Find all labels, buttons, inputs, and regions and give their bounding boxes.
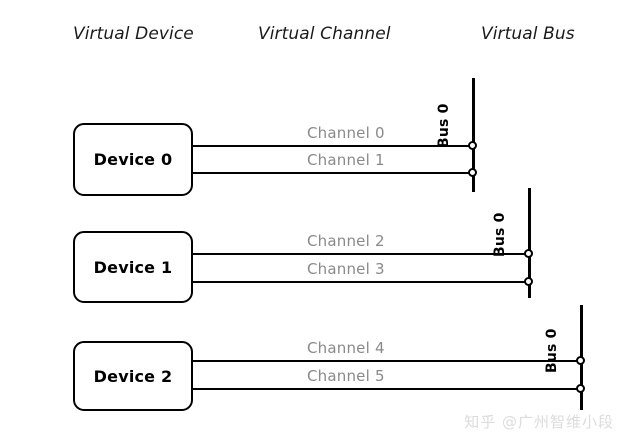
channel-label-2: Channel 2	[307, 232, 385, 250]
bus-connection-dot-0	[468, 141, 477, 150]
channel-line-4	[193, 360, 582, 362]
channel-label-1: Channel 1	[307, 151, 385, 169]
channel-label-5: Channel 5	[307, 367, 385, 385]
channel-line-2	[193, 253, 530, 255]
device-label-1: Device 1	[93, 257, 173, 277]
bus-connection-dot-3	[524, 277, 533, 286]
channel-line-1	[193, 172, 474, 174]
bus-line-0	[472, 78, 475, 192]
channel-label-3: Channel 3	[307, 260, 385, 278]
device-box-1: Device 1	[73, 231, 193, 303]
bus-connection-dot-5	[576, 384, 585, 393]
column-header-virtual-channel: Virtual Channel	[258, 24, 391, 44]
column-header-virtual-bus: Virtual Bus	[481, 24, 575, 44]
bus-label-2: Bus 0	[544, 328, 560, 373]
watermark: 知乎 @广州智维小段	[464, 413, 614, 431]
channel-label-0: Channel 0	[307, 124, 385, 142]
device-box-0: Device 0	[73, 123, 193, 196]
bus-label-1: Bus 0	[492, 212, 508, 257]
device-box-2: Device 2	[73, 341, 193, 411]
channel-label-4: Channel 4	[307, 339, 385, 357]
channel-line-0	[193, 145, 474, 147]
device-label-0: Device 0	[93, 150, 173, 169]
column-header-virtual-device: Virtual Device	[73, 24, 194, 44]
bus-connection-dot-2	[524, 249, 533, 258]
channel-line-3	[193, 281, 530, 283]
bus-line-1	[528, 188, 531, 298]
bus-connection-dot-1	[468, 168, 477, 177]
channel-line-5	[193, 388, 582, 390]
bus-connection-dot-4	[576, 356, 585, 365]
device-label-2: Device 2	[93, 366, 173, 386]
bus-label-0: Bus 0	[436, 103, 452, 148]
